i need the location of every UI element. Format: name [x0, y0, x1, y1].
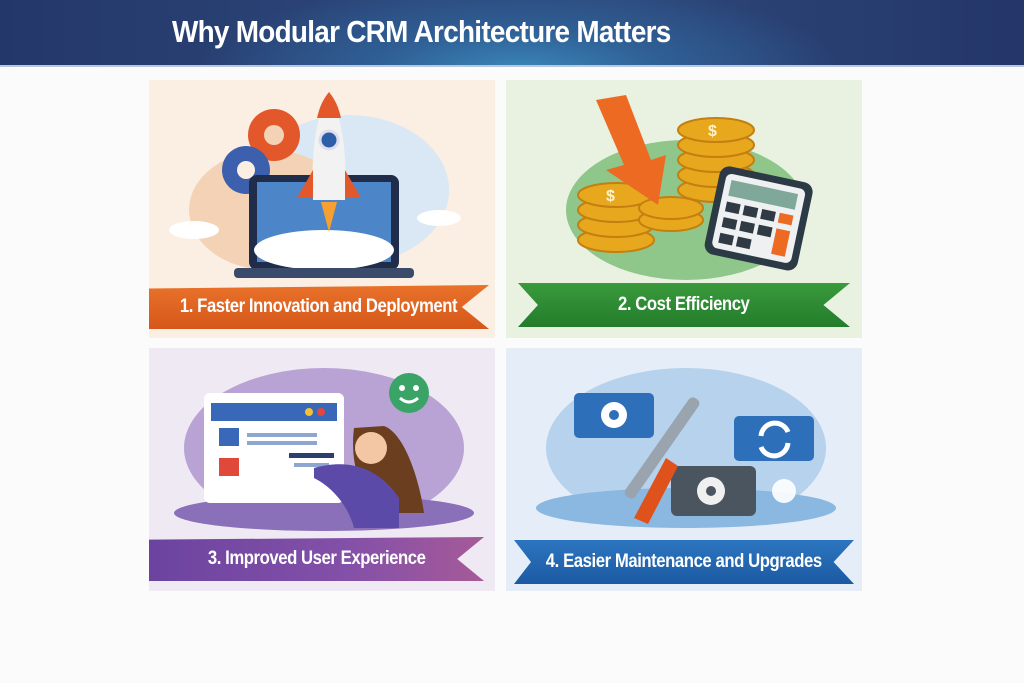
- coins-calculator-icon: $ $: [566, 95, 813, 280]
- svg-text:$: $: [606, 188, 615, 205]
- panel-4-label: 4. Easier Maintenance and Upgrades: [546, 551, 822, 572]
- panel-cost-efficiency: $ $ 2. Cost Efficiency: [506, 80, 862, 338]
- panel-user-experience: 3. Improved User Experience: [149, 348, 495, 591]
- panel-3-ribbon: 3. Improved User Experience: [149, 537, 484, 581]
- panel-3-label: 3. Improved User Experience: [207, 548, 426, 569]
- panel-1-ribbon: 1. Faster Innovation and Deployment: [149, 285, 489, 329]
- header-banner: Why Modular CRM Architecture Matters: [0, 0, 1024, 67]
- panel-maintenance-upgrades: 4. Easier Maintenance and Upgrades: [506, 348, 862, 591]
- panel-2-ribbon: 2. Cost Efficiency: [518, 283, 850, 327]
- svg-text:$: $: [708, 123, 717, 140]
- rocket-laptop-icon: [169, 92, 461, 278]
- user-checklist-icon: [174, 368, 474, 531]
- panel-1-label: 1. Faster Innovation and Deployment: [180, 296, 458, 317]
- page-title: Why Modular CRM Architecture Matters: [172, 14, 671, 49]
- tools-modules-icon: [536, 368, 836, 528]
- panel-2-label: 2. Cost Efficiency: [618, 294, 750, 315]
- panel-4-ribbon: 4. Easier Maintenance and Upgrades: [514, 540, 854, 584]
- panel-faster-innovation: 1. Faster Innovation and Deployment: [149, 80, 495, 338]
